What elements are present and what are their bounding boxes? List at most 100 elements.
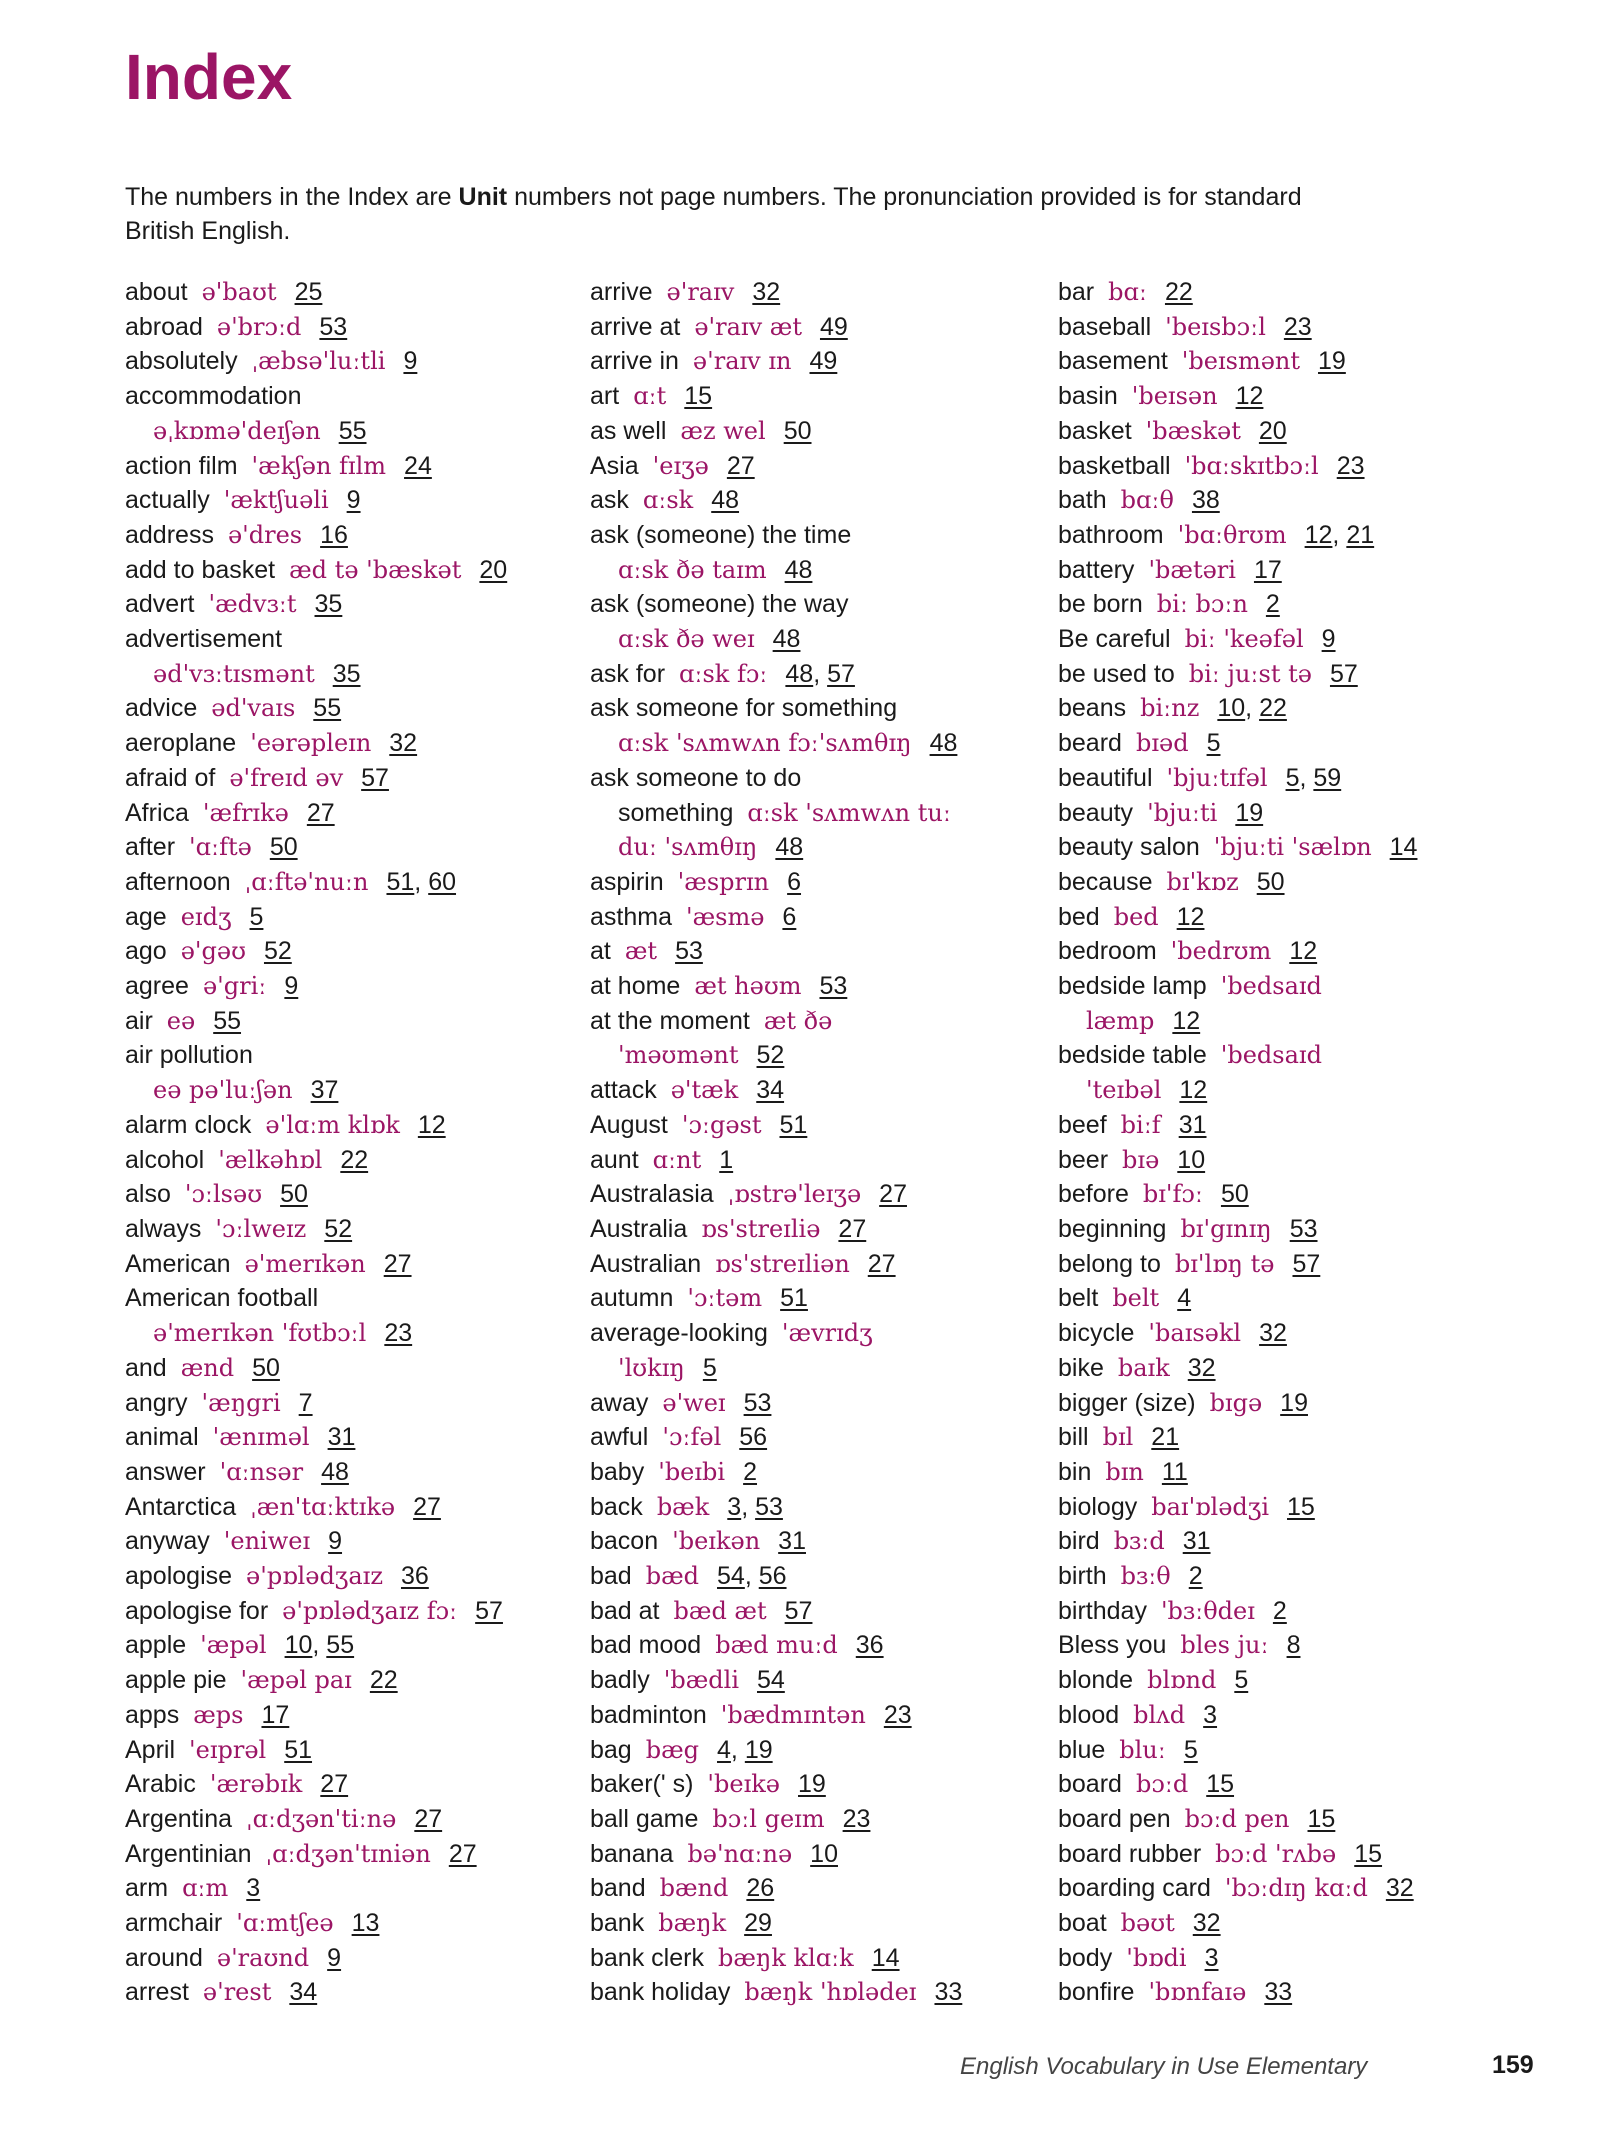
unit-link[interactable]: 19	[744, 1735, 773, 1764]
unit-link[interactable]: 50	[1220, 1180, 1249, 1209]
unit-link[interactable]: 50	[783, 416, 812, 445]
unit-link[interactable]: 29	[744, 1909, 772, 1938]
unit-link[interactable]: 23	[842, 1804, 871, 1833]
unit-link[interactable]: 16	[320, 520, 348, 549]
unit-link[interactable]: 23	[883, 1700, 912, 1729]
unit-link[interactable]: 59	[1313, 763, 1342, 792]
unit-link[interactable]: 3	[1203, 1700, 1218, 1729]
unit-link[interactable]: 55	[338, 416, 367, 445]
unit-link[interactable]: 49	[809, 347, 838, 376]
unit-link[interactable]: 5	[1285, 763, 1300, 792]
unit-link[interactable]: 10	[810, 1839, 838, 1868]
unit-link[interactable]: 53	[743, 1388, 772, 1417]
unit-link[interactable]: 52	[324, 1214, 353, 1243]
unit-link[interactable]: 56	[758, 1562, 787, 1591]
unit-link[interactable]: 48	[785, 659, 814, 688]
unit-link[interactable]: 51	[386, 867, 415, 896]
unit-link[interactable]: 32	[1385, 1874, 1414, 1903]
unit-link[interactable]: 27	[838, 1214, 867, 1243]
unit-link[interactable]: 9	[1321, 625, 1336, 654]
unit-link[interactable]: 38	[1191, 486, 1220, 515]
unit-link[interactable]: 9	[327, 1943, 342, 1972]
unit-link[interactable]: 4	[1177, 1284, 1192, 1313]
unit-link[interactable]: 17	[1253, 555, 1282, 584]
unit-link[interactable]: 56	[739, 1423, 768, 1452]
unit-link[interactable]: 36	[855, 1631, 884, 1660]
unit-link[interactable]: 10	[1217, 694, 1246, 723]
unit-link[interactable]: 9	[403, 347, 418, 376]
unit-link[interactable]: 10	[284, 1631, 313, 1660]
unit-link[interactable]: 55	[213, 1006, 242, 1035]
unit-link[interactable]: 31	[1182, 1527, 1211, 1556]
unit-link[interactable]: 2	[1188, 1562, 1203, 1591]
unit-link[interactable]: 3	[246, 1874, 261, 1903]
unit-link[interactable]: 48	[711, 486, 740, 515]
unit-link[interactable]: 9	[284, 972, 299, 1001]
unit-link[interactable]: 50	[269, 833, 298, 862]
unit-link[interactable]: 32	[1192, 1909, 1221, 1938]
unit-link[interactable]: 53	[319, 312, 348, 341]
unit-link[interactable]: 10	[1177, 1145, 1206, 1174]
unit-link[interactable]: 57	[1292, 1249, 1321, 1278]
unit-link[interactable]: 14	[1389, 833, 1418, 862]
unit-link[interactable]: 5	[249, 902, 264, 931]
unit-link[interactable]: 55	[326, 1631, 355, 1660]
unit-link[interactable]: 17	[261, 1700, 290, 1729]
unit-link[interactable]: 2	[743, 1457, 758, 1486]
unit-link[interactable]: 20	[1258, 416, 1287, 445]
unit-link[interactable]: 7	[298, 1388, 313, 1417]
unit-link[interactable]: 8	[1286, 1631, 1301, 1660]
unit-link[interactable]: 37	[310, 1076, 339, 1105]
unit-link[interactable]: 53	[755, 1492, 783, 1521]
unit-link[interactable]: 32	[1259, 1319, 1287, 1348]
unit-link[interactable]: 54	[757, 1666, 785, 1695]
unit-link[interactable]: 13	[351, 1909, 380, 1938]
unit-link[interactable]: 48	[929, 729, 958, 758]
unit-link[interactable]: 49	[819, 312, 848, 341]
unit-link[interactable]: 50	[1256, 867, 1285, 896]
unit-link[interactable]: 27	[414, 1804, 443, 1833]
unit-link[interactable]: 15	[1307, 1804, 1336, 1833]
unit-link[interactable]: 9	[328, 1527, 343, 1556]
unit-link[interactable]: 27	[879, 1180, 907, 1209]
unit-link[interactable]: 6	[782, 902, 797, 931]
unit-link[interactable]: 50	[252, 1353, 280, 1382]
unit-link[interactable]: 48	[772, 625, 801, 654]
unit-link[interactable]: 3	[727, 1492, 742, 1521]
unit-link[interactable]: 12	[1179, 1076, 1208, 1105]
unit-link[interactable]: 1	[719, 1145, 734, 1174]
unit-link[interactable]: 36	[400, 1562, 429, 1591]
unit-link[interactable]: 32	[389, 729, 418, 758]
unit-link[interactable]: 19	[1235, 798, 1264, 827]
unit-link[interactable]: 27	[448, 1839, 477, 1868]
unit-link[interactable]: 32	[752, 278, 781, 306]
unit-link[interactable]: 51	[780, 1284, 808, 1313]
unit-link[interactable]: 27	[320, 1770, 349, 1799]
unit-link[interactable]: 34	[289, 1978, 318, 2007]
unit-link[interactable]: 25	[294, 278, 323, 306]
unit-link[interactable]: 26	[746, 1874, 775, 1903]
unit-link[interactable]: 12	[1289, 937, 1318, 966]
unit-link[interactable]: 12	[417, 1110, 446, 1139]
unit-link[interactable]: 21	[1346, 520, 1375, 549]
unit-link[interactable]: 5	[1234, 1666, 1249, 1695]
unit-link[interactable]: 53	[675, 937, 703, 966]
unit-link[interactable]: 23	[1283, 312, 1312, 341]
unit-link[interactable]: 57	[475, 1596, 503, 1625]
unit-link[interactable]: 27	[726, 451, 755, 480]
unit-link[interactable]: 31	[778, 1527, 806, 1556]
unit-link[interactable]: 33	[934, 1978, 963, 2007]
unit-link[interactable]: 15	[1287, 1492, 1315, 1521]
unit-link[interactable]: 20	[479, 555, 508, 584]
unit-link[interactable]: 33	[1264, 1978, 1293, 2007]
unit-link[interactable]: 57	[1329, 659, 1358, 688]
unit-link[interactable]: 22	[369, 1666, 398, 1695]
unit-link[interactable]: 27	[383, 1249, 412, 1278]
unit-link[interactable]: 6	[787, 867, 802, 896]
unit-link[interactable]: 54	[717, 1562, 745, 1591]
unit-link[interactable]: 4	[717, 1735, 731, 1764]
unit-link[interactable]: 27	[306, 798, 335, 827]
unit-link[interactable]: 60	[428, 867, 457, 896]
unit-link[interactable]: 31	[1178, 1110, 1207, 1139]
unit-link[interactable]: 12	[1176, 902, 1205, 931]
